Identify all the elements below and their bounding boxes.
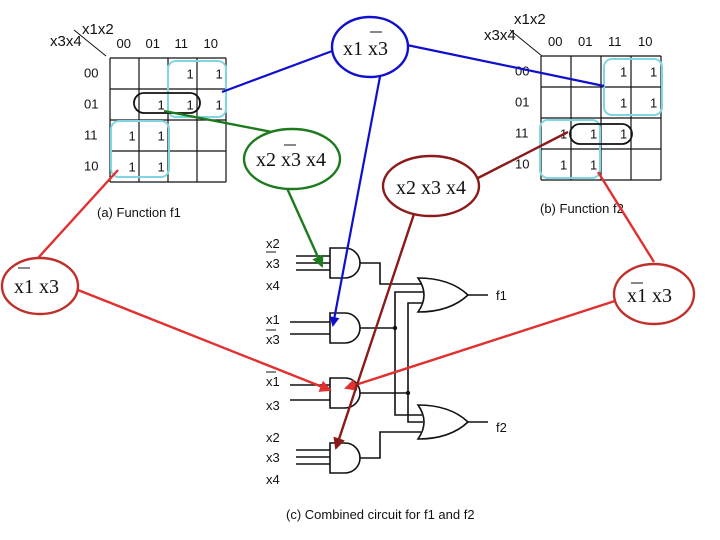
kmap-b-group-x1x3bar: [603, 58, 663, 116]
kmap_a-row-label: 11: [84, 128, 98, 143]
kmap_b-row-label: 01: [515, 95, 529, 110]
kmap_b-col-label: 11: [608, 34, 622, 49]
output-f2: f2: [496, 420, 507, 435]
junction-dot-1: [392, 325, 398, 331]
g4-input-1: x2: [266, 430, 280, 445]
kmap_a-col-label: 00: [117, 36, 131, 51]
junction-dot-2: [405, 390, 411, 396]
kmap_a-cell-value: 1: [129, 129, 136, 144]
term-mid: x2 x3 x4: [242, 127, 342, 191]
darkred-arrow: [333, 207, 418, 450]
kmap-b-caption: (b) Function f2: [540, 201, 624, 216]
term-top-label: x1 x3: [343, 38, 388, 60]
term-left-label: x1 x3: [14, 276, 59, 298]
g4-input-2: x3: [266, 450, 280, 465]
kmap_a-cell-value: 1: [216, 98, 223, 113]
kmap-a-caption: (a) Function f1: [97, 205, 181, 220]
and-gate-3: [329, 377, 361, 409]
kmap_b-cell-value: 1: [590, 127, 597, 142]
term-right: x1 x3: [612, 262, 696, 326]
kmap-a-group-x2x3barx4: [133, 92, 201, 114]
kmap_b-col-label: 10: [638, 34, 652, 49]
term-right-label: x1 x3: [627, 285, 672, 307]
kmap_b-row-label: 10: [515, 157, 529, 172]
kmap_b-cell-value: 1: [650, 96, 657, 111]
term-mid-label: x2 x3 x4: [256, 149, 326, 171]
kmap_a-cell-value: 1: [187, 67, 194, 82]
g2-input-1: x1: [266, 312, 280, 327]
kmap-a-row-var: x3x4: [50, 33, 82, 50]
kmap_b-cell-value: 1: [650, 65, 657, 80]
red-arrow-right: [344, 298, 619, 391]
g4-input-3: x4: [266, 472, 280, 487]
g1-input-2: x3: [266, 256, 280, 271]
red-arrow-left: [77, 288, 332, 392]
kmap-b-group-x1bar-x3: [539, 119, 601, 179]
kmap_b-col-label: 01: [578, 34, 592, 49]
or-gate-f2: [416, 404, 470, 440]
red-connector-right: [596, 171, 656, 263]
kmap_a-cell-value: 1: [158, 160, 165, 175]
g1-input-3: x4: [266, 278, 280, 293]
kmap_b-cell-value: 1: [620, 96, 627, 111]
and-gate-1: [329, 247, 361, 279]
kmap-a-group-x1bar-x3: [110, 120, 170, 178]
kmap-b-group-x2x3x4: [569, 123, 633, 145]
kmap-a-corner-diagonal: [73, 29, 107, 57]
or-gate-f1: [416, 277, 470, 313]
kmap-b-row-var: x3x4: [484, 27, 516, 44]
kmap_a-cell-value: 1: [158, 98, 165, 113]
combined-circuit: [290, 247, 488, 474]
green-arrow: [284, 185, 324, 268]
kmap-a-col-var: x1x2: [82, 21, 114, 38]
output-f1: f1: [496, 288, 507, 303]
kmap_a-row-label: 00: [84, 66, 98, 81]
kmap_b-row-label: 11: [515, 126, 529, 141]
term-right-mid-label: x2 x3 x4: [396, 177, 466, 199]
kmap_a-col-label: 10: [204, 36, 218, 51]
kmap-b-corner-diagonal: [509, 29, 543, 57]
and-gate-4: [329, 442, 361, 474]
kmap_a-col-label: 11: [175, 36, 189, 51]
g1-input-1: x2: [266, 236, 280, 251]
g2-input-2: x3: [266, 332, 280, 347]
term-left: x1 x3: [0, 256, 80, 316]
red-connector-left: [37, 169, 119, 259]
circuit-labels: x2 x3 x4 x1 x3 x1 x3 x2 x3 x4 f1 f2 (c) …: [266, 236, 507, 522]
kmap_a-row-label: 10: [84, 159, 98, 174]
g3-input-1: x1: [266, 374, 280, 389]
and-gate-2: [329, 312, 361, 344]
kmap_b-cell-value: 1: [620, 65, 627, 80]
blue-arrow: [329, 65, 384, 327]
darkred-connector: [477, 130, 569, 180]
kmap_a-cell-value: 1: [129, 160, 136, 175]
term-top: x1 x3: [330, 15, 410, 79]
circuit-caption: (c) Combined circuit for f1 and f2: [286, 507, 475, 522]
kmap_a-row-label: 01: [84, 97, 98, 112]
blue-connector-left: [221, 48, 336, 94]
kmap-b-col-var: x1x2: [514, 11, 546, 28]
kmap_b-cell-value: 1: [620, 127, 627, 142]
kmap_b-cell-value: 1: [590, 158, 597, 173]
kmap_b-col-label: 00: [548, 34, 562, 49]
blue-connector-right: [401, 42, 605, 88]
term-right-mid: x2 x3 x4: [381, 154, 481, 218]
kmap_a-cell-value: 1: [216, 67, 223, 82]
kmap_a-cell-value: 1: [187, 98, 194, 113]
g3-input-2: x3: [266, 398, 280, 413]
green-connector: [163, 109, 273, 134]
kmap_b-cell-value: 1: [560, 158, 567, 173]
kmap_a-cell-value: 1: [158, 129, 165, 144]
kmap_a-col-label: 01: [146, 36, 160, 51]
